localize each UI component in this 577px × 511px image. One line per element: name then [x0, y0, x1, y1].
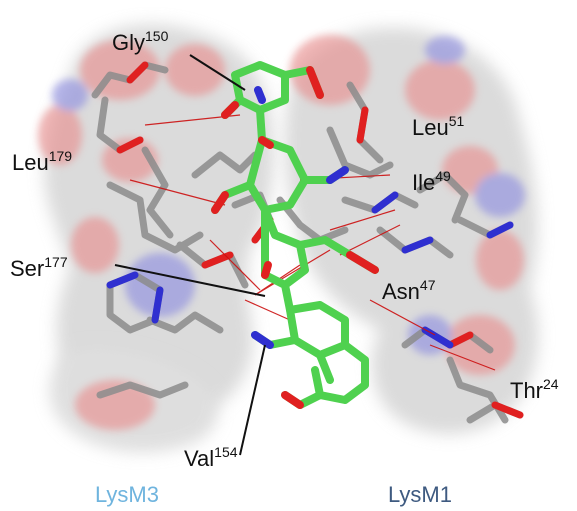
label-gly150: Gly150	[112, 28, 169, 55]
leader-val154	[239, 344, 266, 456]
label-lysm1: LysM1	[388, 482, 452, 507]
chitin-ligand	[211, 61, 379, 409]
protein-sticks	[91, 61, 524, 424]
hydrogen-bonds	[129, 114, 496, 371]
leader-ser177	[114, 264, 266, 297]
label-lysm3: LysM3	[95, 482, 159, 507]
label-ser177: Ser177	[10, 254, 68, 281]
label-thr24: Thr24	[510, 376, 559, 403]
label-leu179: Leu179	[12, 148, 72, 175]
label-leu51: Leu51	[412, 113, 465, 140]
leader-lines	[114, 54, 266, 456]
label-val154: Val154	[184, 444, 238, 471]
surface-patches	[38, 35, 525, 430]
leader-gly150	[189, 54, 246, 91]
label-asn47: Asn47	[382, 277, 436, 304]
label-ile49: Ile49	[412, 168, 451, 195]
